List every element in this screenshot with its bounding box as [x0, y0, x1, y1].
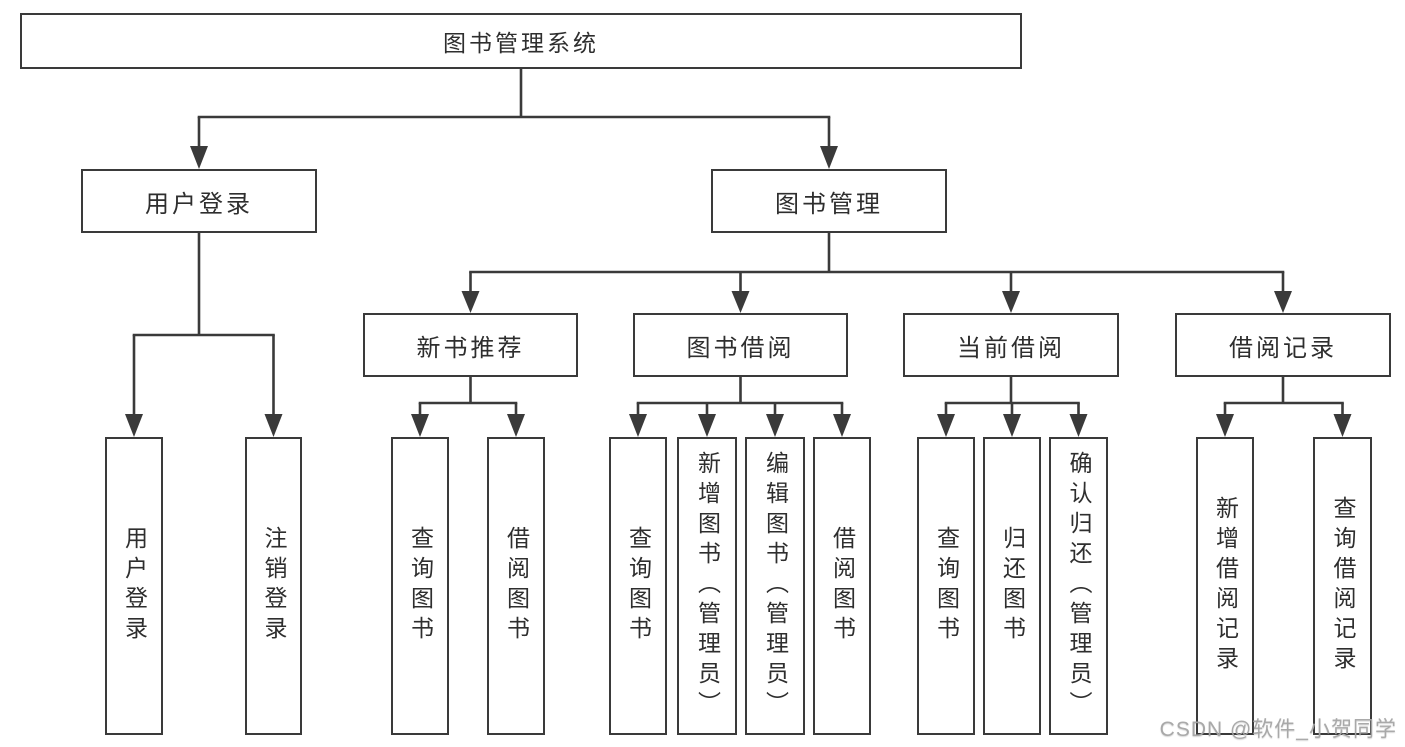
node-user-login-group: 用户登录	[81, 169, 317, 233]
node-label: 用户登录	[121, 526, 148, 646]
node-label: 查询借阅记录	[1330, 496, 1356, 676]
node-label: 归还图书	[999, 526, 1026, 646]
node-label: 借阅图书	[503, 526, 530, 646]
node-label: 查询图书	[625, 526, 652, 646]
leaf-query-books-bb: 查询图书	[609, 437, 667, 735]
leaf-user-login: 用户登录	[105, 437, 163, 735]
node-label: 图书管理	[775, 190, 883, 218]
node-label: 注销登录	[261, 526, 287, 646]
node-book-borrowing: 图书借阅	[633, 313, 848, 377]
leaf-query-books-cb: 查询图书	[917, 437, 975, 735]
node-book-management: 图书管理	[711, 169, 947, 233]
leaf-borrow-books-bb: 借阅图书	[813, 437, 871, 735]
node-label: 借阅图书	[829, 526, 856, 646]
node-label: 编辑图书（管理员）	[762, 451, 789, 721]
node-label: 查询图书	[407, 526, 434, 646]
leaf-borrow-books-nbr: 借阅图书	[487, 437, 545, 735]
node-label: 用户登录	[145, 190, 253, 218]
leaf-return-books: 归还图书	[983, 437, 1041, 735]
node-label: 新增图书（管理员）	[694, 451, 721, 721]
leaf-query-books-nbr: 查询图书	[391, 437, 449, 735]
leaf-add-borrow-record: 新增借阅记录	[1196, 437, 1254, 735]
node-label: 新书推荐	[416, 334, 525, 362]
leaf-edit-books-admin: 编辑图书（管理员）	[745, 437, 805, 735]
node-label: 确认归还（管理员）	[1066, 451, 1092, 721]
node-label: 当前借阅	[957, 334, 1065, 362]
node-label: 借阅记录	[1229, 334, 1337, 362]
node-new-book-recommendation: 新书推荐	[363, 313, 578, 377]
node-borrowing-records: 借阅记录	[1175, 313, 1391, 377]
leaf-query-borrow-record: 查询借阅记录	[1313, 437, 1372, 735]
node-current-borrowing: 当前借阅	[903, 313, 1119, 377]
node-library-management-system: 图书管理系统	[20, 13, 1022, 69]
node-label: 图书借阅	[686, 334, 795, 362]
leaf-add-books-admin: 新增图书（管理员）	[677, 437, 737, 735]
node-label: 图书管理系统	[443, 30, 599, 56]
node-label: 查询图书	[933, 526, 960, 646]
csdn-watermark: CSDN @软件_小贺同学	[1159, 718, 1397, 741]
leaf-confirm-return-admin: 确认归还（管理员）	[1049, 437, 1108, 735]
leaf-logout: 注销登录	[245, 437, 302, 735]
node-label: 新增借阅记录	[1212, 496, 1239, 676]
